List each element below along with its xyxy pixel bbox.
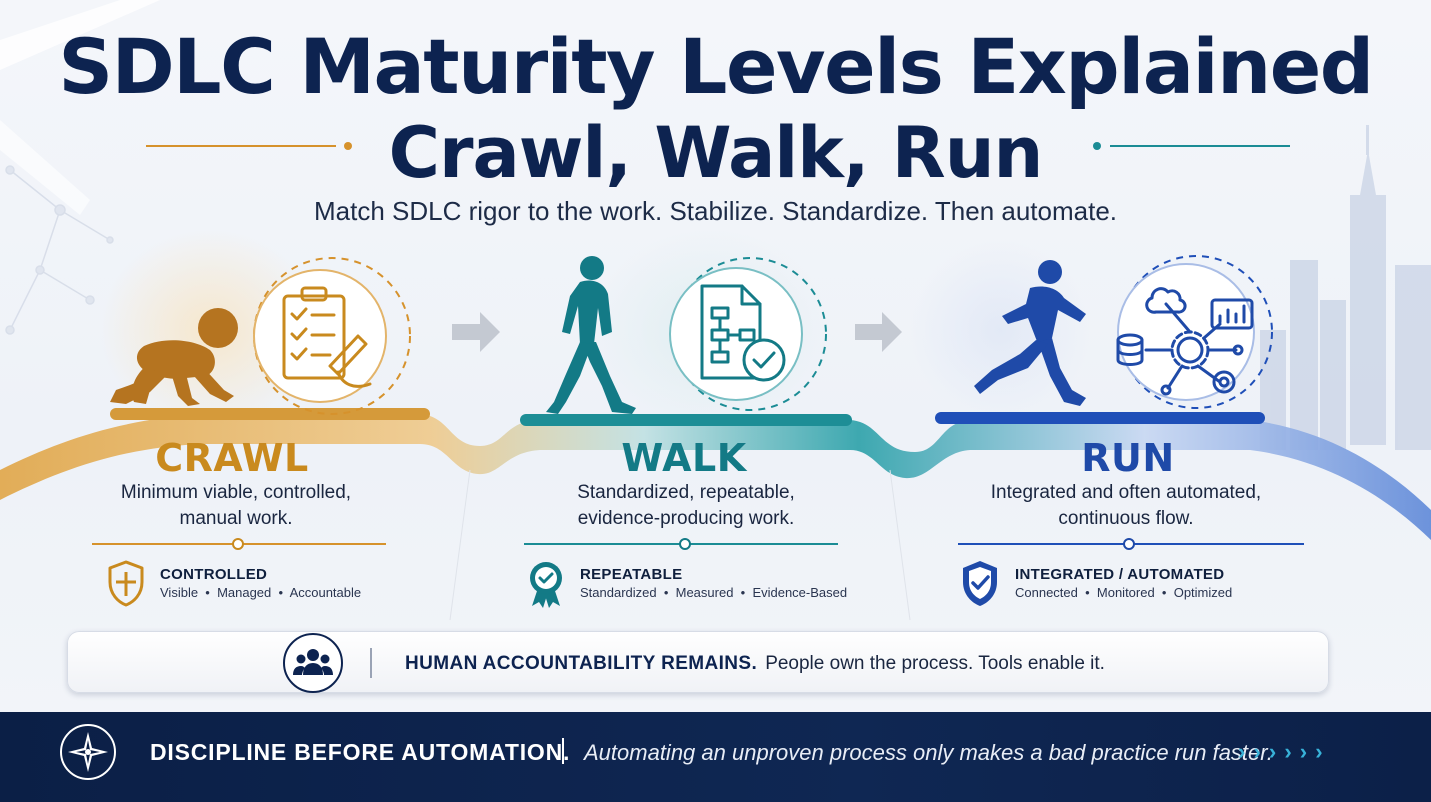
compass-star-icon	[60, 724, 116, 780]
title-deco-line-right	[1110, 145, 1290, 147]
stage-run-description: Integrated and often automated, continuo…	[966, 480, 1286, 532]
stage-walk-title: WALK	[621, 436, 747, 480]
stage-crawl-description-line1: Minimum viable, controlled,	[120, 482, 352, 503]
people-group-icon	[283, 633, 343, 693]
stage-walk-rule-dot	[679, 538, 691, 550]
stage-run-badge-items: Connected • Monitored • Optimized	[1015, 585, 1232, 600]
accountability-separator	[370, 648, 372, 678]
stage-walk-badge-title: REPEATABLE	[580, 566, 683, 583]
footer-message: Automating an unproven process only make…	[584, 740, 1273, 765]
title-deco-dot-left	[344, 142, 352, 150]
stage-run-description-line1: Integrated and often automated,	[990, 482, 1262, 503]
badge-item: Accountable	[289, 585, 362, 600]
stage-crawl-badge-title: CONTROLLED	[160, 566, 268, 583]
footer-banner	[0, 712, 1431, 802]
badge-item: Optimized	[1173, 585, 1233, 600]
footer-headline: DISCIPLINE BEFORE AUTOMATION.	[150, 739, 571, 765]
tagline: Match SDLC rigor to the work. Stabilize.…	[313, 196, 1118, 226]
badge-item: Measured	[675, 585, 734, 600]
bullet-separator: •	[1154, 585, 1174, 600]
stage-run-title: RUN	[1081, 436, 1175, 480]
award-ribbon-icon	[530, 562, 562, 608]
accountability-banner	[67, 631, 1329, 693]
bullet-separator: •	[656, 585, 676, 600]
bullet-separator: •	[271, 585, 290, 600]
stage-walk-description-line2: evidence-producing work.	[577, 508, 795, 529]
stage-crawl-title: CRAWL	[155, 436, 309, 480]
badge-item: Visible	[160, 585, 199, 600]
accountability-text: HUMAN ACCOUNTABILITY REMAINS. People own …	[405, 653, 1105, 675]
main-title: SDLC Maturity Levels Explained	[58, 22, 1374, 111]
badge-item: Connected	[1015, 585, 1078, 600]
stage-crawl-description-line2: manual work.	[179, 508, 293, 529]
compass-star-icon-graphic	[68, 732, 108, 772]
stage-run-rule-dot	[1123, 538, 1135, 550]
title-deco-line-left	[146, 145, 336, 147]
stage-run-badge-title: INTEGRATED / AUTOMATED	[1015, 566, 1225, 583]
accountability-detail: People own the process. Tools enable it.	[765, 653, 1105, 674]
badge-item: Managed	[217, 585, 272, 600]
accountability-strong: HUMAN ACCOUNTABILITY REMAINS.	[405, 653, 758, 674]
automation-network-icon	[1116, 255, 1273, 409]
stage-crawl-rule-dot	[232, 538, 244, 550]
stage-run-description-line2: continuous flow.	[1058, 508, 1194, 529]
badge-item: Standardized	[580, 585, 657, 600]
shield-check-icon	[963, 561, 997, 606]
running-person-icon	[974, 260, 1086, 406]
stage-crawl-badge-items: Visible • Managed • Accountable	[160, 585, 361, 600]
bullet-separator: •	[198, 585, 218, 600]
walking-person-icon	[546, 256, 636, 414]
flowchart-document-icon	[669, 257, 827, 411]
stage-walk-description: Standardized, repeatable, evidence-produ…	[526, 480, 846, 532]
main-subtitle-title: Crawl, Walk, Run	[388, 112, 1044, 194]
crawling-baby-icon	[110, 308, 238, 406]
badge-item: Monitored	[1096, 585, 1155, 600]
stage-walk-badge-items: Standardized • Measured • Evidence-Based	[580, 585, 847, 600]
bullet-separator: •	[733, 585, 753, 600]
bullet-separator: •	[1077, 585, 1097, 600]
badge-item: Evidence-Based	[752, 585, 848, 600]
shield-icon	[108, 560, 144, 607]
chevron-arrows-icon: › › › › › ›	[1238, 739, 1324, 764]
people-group-icon-graphic	[293, 649, 333, 675]
stage-crawl-description: Minimum viable, controlled, manual work.	[76, 480, 396, 532]
footer-separator	[562, 738, 564, 764]
checklist-icon	[253, 257, 411, 415]
title-deco-dot-right	[1093, 142, 1101, 150]
stage-walk-description-line1: Standardized, repeatable,	[577, 482, 795, 503]
